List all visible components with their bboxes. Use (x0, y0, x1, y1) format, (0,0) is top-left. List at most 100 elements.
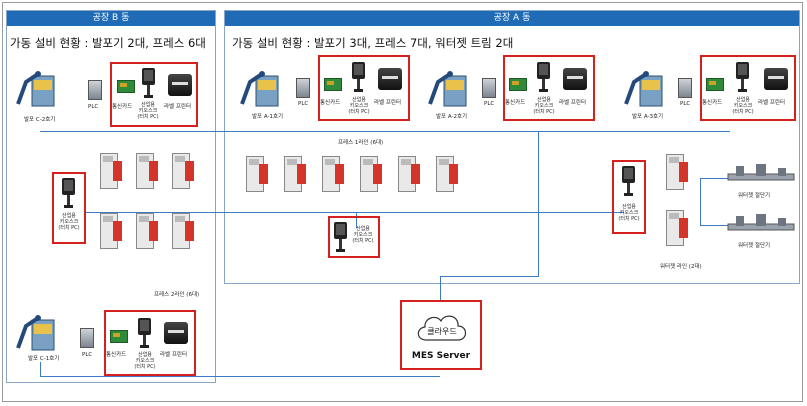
label-printer-label: 라벨 프린터 (758, 100, 786, 106)
label-printer-label: 라벨 프린터 (160, 352, 188, 358)
waterjet-1-label: 워터젯 절단기 (738, 193, 771, 199)
press-machine-icon (100, 153, 122, 189)
mes-kiosk-group (328, 216, 380, 258)
plc-icon (482, 78, 496, 98)
kiosk-icon (334, 222, 347, 252)
network-line (40, 376, 440, 377)
comm-card-icon (706, 78, 724, 91)
label-printer-icon (164, 322, 188, 344)
foam-c1-label: 발포 C-1호기 (28, 356, 60, 362)
network-line (40, 362, 41, 376)
plc-icon (88, 80, 102, 100)
mes-device-group (318, 55, 410, 121)
plc-icon (678, 78, 692, 98)
label-printer-label: 라벨 프린터 (559, 100, 587, 106)
press-machine-icon (100, 213, 122, 249)
comm-card-icon (324, 78, 342, 91)
press-machine-icon (172, 153, 194, 189)
press-line-2-label: 프레스 2라인 (6대) (154, 292, 200, 298)
label-printer-icon (563, 68, 587, 90)
plc-label: PLC (88, 104, 99, 110)
foam-machine-c2-icon (16, 71, 55, 107)
foam-a1-label: 발포 A-1호기 (252, 114, 284, 120)
comm-card-label: 통신카드 (702, 100, 723, 106)
network-line (440, 276, 539, 277)
label-printer-icon (764, 68, 788, 90)
kiosk-icon (138, 318, 151, 348)
mes-kiosk-group (52, 172, 86, 244)
comm-card-label: 통신카드 (320, 100, 341, 106)
network-line (356, 212, 357, 228)
comm-card-label: 통신카드 (106, 352, 127, 358)
factory-b-title: 가동 설비 현황 : 발포기 2대, 프레스 6대 (10, 36, 206, 50)
label-printer-icon (378, 68, 402, 90)
foam-a3-label: 발포 A-3호기 (632, 114, 664, 120)
plc-label: PLC (298, 101, 309, 107)
factory-a-panel: 공장 A 동 (224, 10, 800, 284)
label-printer-label: 라벨 프린터 (374, 100, 402, 106)
cloud-icon (417, 315, 467, 341)
comm-card-icon (509, 78, 527, 91)
network-line (440, 276, 441, 300)
network-line (84, 212, 624, 213)
comm-card-icon (110, 330, 128, 343)
label-printer-icon (168, 74, 192, 96)
plc-icon (296, 78, 310, 98)
press-machine-icon (436, 156, 458, 192)
waterjet-2-label: 워터젯 절단기 (738, 243, 771, 249)
network-line (700, 225, 740, 226)
network-line (538, 131, 539, 276)
press-machine-icon (136, 213, 158, 249)
waterjet-cutter-icon (727, 164, 795, 181)
label-printer-label: 라벨 프린터 (164, 104, 192, 110)
network-line (40, 131, 730, 132)
foam-a2-label: 발포 A-2호기 (436, 114, 468, 120)
foam-machine-c1-icon (16, 315, 55, 351)
mes-device-group (110, 62, 198, 127)
mes-server-label: MES Server (411, 351, 471, 361)
mes-device-group (104, 310, 196, 376)
comm-card-label: 통신카드 (112, 104, 133, 110)
plc-label: PLC (484, 101, 495, 107)
plc-label: PLC (82, 352, 93, 358)
kiosk-icon (142, 68, 155, 98)
kiosk-icon (736, 62, 749, 92)
network-line (700, 178, 740, 179)
press-machine-icon (360, 156, 382, 192)
press-machine-icon (284, 156, 306, 192)
press-machine-icon (666, 210, 688, 246)
press-machine-icon (322, 156, 344, 192)
press-machine-icon (246, 156, 268, 192)
waterjet-line-label: 워터젯 라인 (2대) (660, 264, 702, 270)
factory-a-title: 가동 설비 현황 : 발포기 3대, 프레스 7대, 워터젯 트림 2대 (232, 36, 514, 50)
press-line-1-label: 프레스 1라인 (6대) (338, 140, 384, 146)
plc-icon (80, 328, 94, 348)
factory-a-header: 공장 A 동 (225, 11, 799, 26)
press-machine-icon (136, 153, 158, 189)
waterjet-cutter-icon (727, 214, 795, 231)
kiosk-icon (537, 62, 550, 92)
press-machine-icon (398, 156, 420, 192)
diagram-frame (2, 2, 803, 402)
mes-device-group (700, 55, 796, 121)
plc-label: PLC (680, 101, 691, 107)
mes-device-group (503, 55, 595, 121)
foam-machine-a3-icon (624, 71, 663, 107)
press-machine-icon (666, 154, 688, 190)
comm-card-label: 통신카드 (505, 100, 526, 106)
kiosk-icon (62, 178, 75, 208)
kiosk-icon (622, 166, 635, 196)
network-line (700, 178, 701, 225)
comm-card-icon (117, 80, 135, 93)
factory-b-header: 공장 B 동 (7, 11, 215, 26)
cloud-label: 클라우드 (427, 327, 457, 336)
foam-machine-a1-icon (240, 71, 279, 107)
